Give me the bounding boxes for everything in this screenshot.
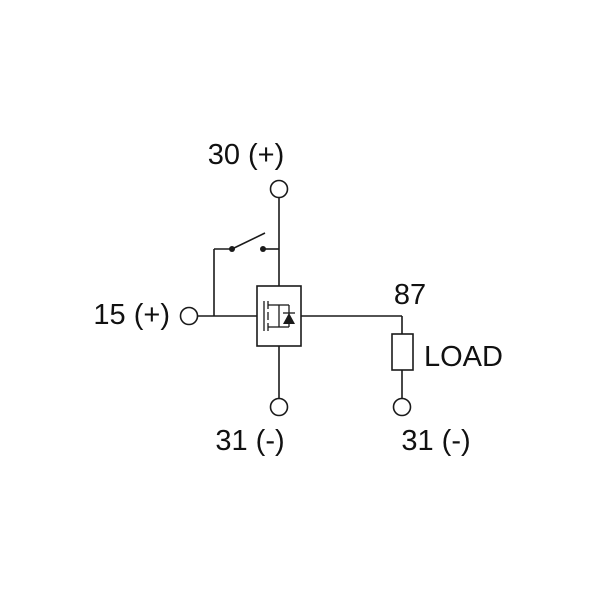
label-load: LOAD <box>424 341 503 373</box>
label-terminal-30: 30 (+) <box>208 139 285 171</box>
switch-symbol <box>229 232 266 252</box>
load-resistor <box>391 333 414 371</box>
terminal-30 <box>269 179 289 199</box>
label-terminal-31-right: 31 (-) <box>401 425 470 457</box>
label-terminal-15: 15 (+) <box>93 299 170 331</box>
label-terminal-31-center: 31 (-) <box>215 425 284 457</box>
terminal-31-right <box>392 397 412 417</box>
terminal-31-center <box>269 397 289 417</box>
terminal-15 <box>179 306 199 326</box>
label-terminal-87: 87 <box>394 279 426 311</box>
mosfet-symbol <box>256 285 302 347</box>
